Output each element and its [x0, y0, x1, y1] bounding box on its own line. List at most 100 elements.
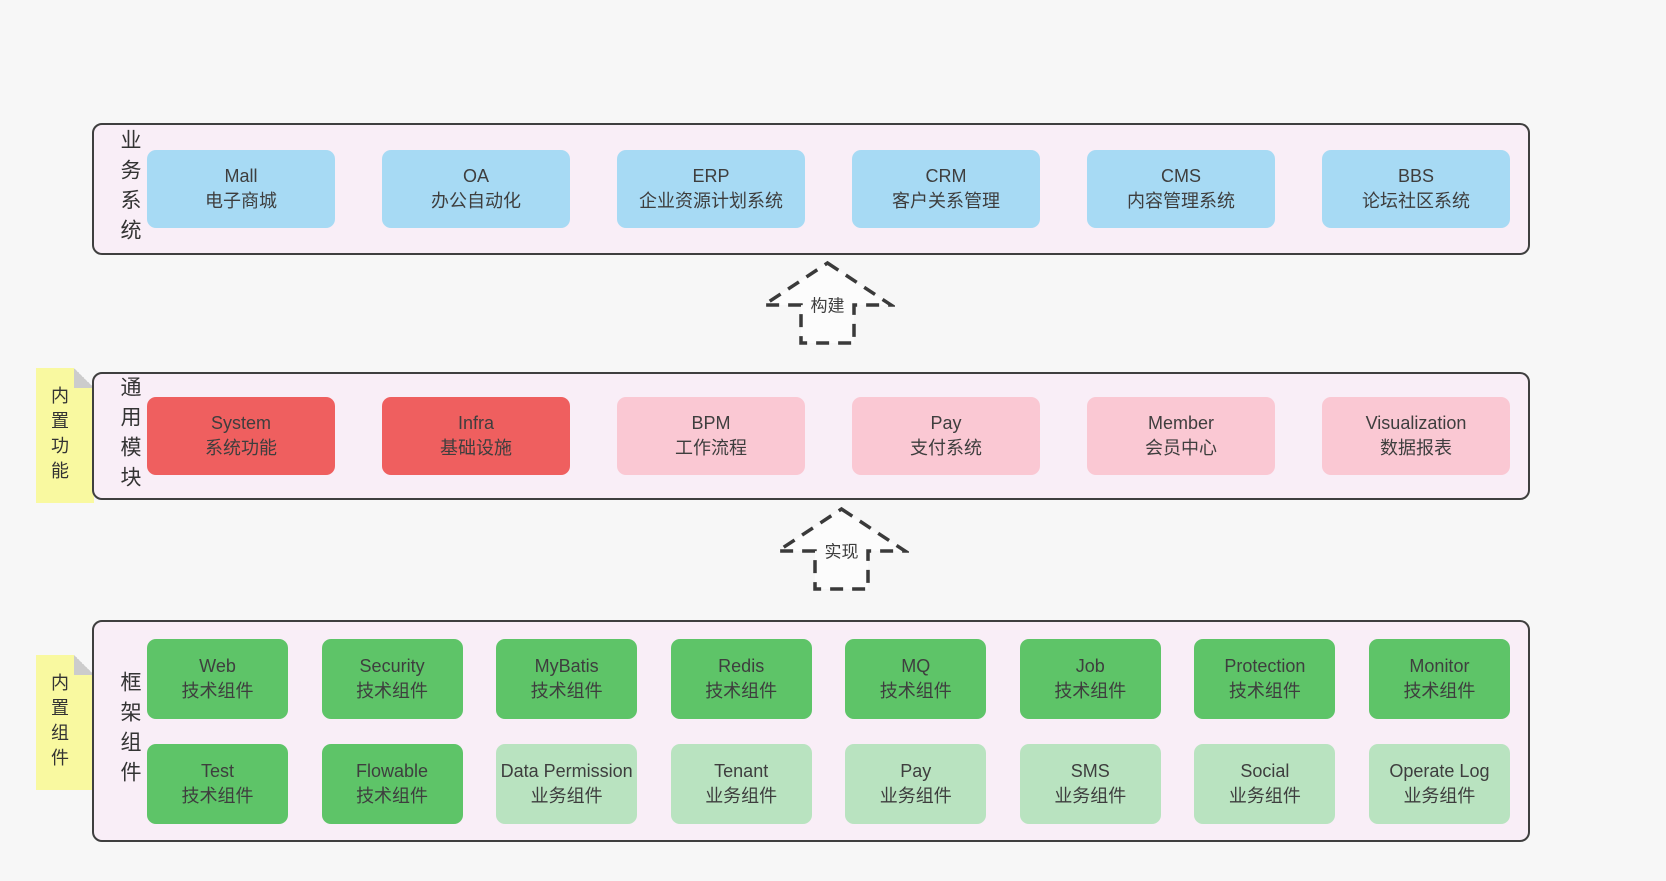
box-name: Operate Log — [1389, 760, 1490, 781]
box-name: OA — [462, 166, 489, 186]
box-desc: 数据报表 — [1380, 438, 1452, 458]
box-test: Test 技术组件 — [147, 743, 288, 824]
box-desc: 客户关系管理 — [892, 191, 1000, 211]
box-name: BBS — [1397, 166, 1435, 186]
box-name: Infra — [457, 413, 495, 433]
box-name: MQ — [901, 655, 931, 676]
business-box-row: Mall 电子商城 OA 办公自动化 ERP 企业资源计划系统 CRM 客户关系… — [147, 150, 1510, 228]
box-desc: 办公自动化 — [431, 191, 521, 211]
panel-label: 通用模块 — [118, 376, 141, 496]
box-desc: 技术组件 — [1228, 680, 1301, 701]
box-name: CRM — [925, 166, 967, 186]
box-cms: CMS 内容管理系统 — [1087, 150, 1275, 228]
box-system: System 系统功能 — [147, 397, 335, 475]
box-desc: 技术组件 — [181, 680, 254, 701]
box-name: Data Permission — [500, 760, 633, 781]
panel-content: System 系统功能 Infra 基础设施 BPM 工作流程 Pay 支付系统… — [147, 397, 1510, 475]
business-systems-panel: 业务系统 Mall 电子商城 OA 办公自动化 ERP 企业资源计划系统 CRM… — [92, 123, 1530, 255]
box-name: Redis — [718, 655, 765, 676]
box-web: Web 技术组件 — [147, 638, 288, 719]
box-name: Member — [1147, 413, 1214, 433]
box-name: Flowable — [356, 760, 429, 781]
box-desc: 业务组件 — [1228, 785, 1301, 806]
box-name: CMS — [1161, 166, 1201, 186]
common-modules-panel: 通用模块 System 系统功能 Infra 基础设施 BPM 工作流程 Pay… — [92, 372, 1530, 500]
box-name: MyBatis — [534, 655, 599, 676]
box-desc: 论坛社区系统 — [1362, 191, 1470, 211]
box-erp: ERP 企业资源计划系统 — [617, 150, 805, 228]
note-label: 内置功能 — [49, 385, 69, 486]
box-job: Job 技术组件 — [1019, 638, 1161, 719]
box-desc: 技术组件 — [181, 785, 254, 806]
box-name: Security — [359, 655, 425, 676]
box-desc: 业务组件 — [879, 785, 952, 806]
box-desc: 技术组件 — [1054, 680, 1127, 701]
box-desc: 系统功能 — [205, 438, 277, 458]
box-protection: Protection 技术组件 — [1194, 638, 1336, 719]
panel-content: Mall 电子商城 OA 办公自动化 ERP 企业资源计划系统 CRM 客户关系… — [147, 150, 1510, 228]
build-arrow: 构建 — [760, 260, 895, 346]
framework-box-row-2: Test 技术组件 Flowable 技术组件 Data Permission … — [147, 743, 1510, 824]
box-desc: 业务组件 — [705, 785, 778, 806]
box-desc: 内容管理系统 — [1127, 191, 1235, 211]
panel-label: 框架组件 — [118, 671, 141, 791]
folded-corner-icon — [74, 655, 94, 675]
box-desc: 企业资源计划系统 — [639, 191, 783, 211]
box-desc: 技术组件 — [705, 680, 778, 701]
box-tenant: Tenant 业务组件 — [670, 743, 812, 824]
arrow-label: 构建 — [808, 291, 847, 317]
box-desc: 会员中心 — [1145, 438, 1217, 458]
box-infra: Infra 基础设施 — [382, 397, 570, 475]
box-name: Protection — [1224, 655, 1306, 676]
panel-label: 业务系统 — [118, 129, 141, 249]
box-desc: 技术组件 — [1403, 680, 1476, 701]
box-visualization: Visualization 数据报表 — [1322, 397, 1510, 475]
box-bpm: BPM 工作流程 — [617, 397, 805, 475]
box-desc: 技术组件 — [356, 680, 429, 701]
box-security: Security 技术组件 — [321, 638, 463, 719]
box-mall: Mall 电子商城 — [147, 150, 335, 228]
box-mq: MQ 技术组件 — [845, 638, 987, 719]
box-monitor: Monitor 技术组件 — [1368, 638, 1510, 719]
arrow-label: 实现 — [822, 537, 861, 563]
box-flowable: Flowable 技术组件 — [321, 743, 463, 824]
box-member: Member 会员中心 — [1087, 397, 1275, 475]
box-name: Web — [199, 655, 236, 676]
box-name: Social — [1240, 760, 1290, 781]
box-desc: 电子商城 — [205, 191, 277, 211]
box-desc: 业务组件 — [1054, 785, 1127, 806]
box-crm: CRM 客户关系管理 — [852, 150, 1040, 228]
box-redis: Redis 技术组件 — [670, 638, 812, 719]
box-social: Social 业务组件 — [1194, 743, 1336, 824]
box-name: ERP — [692, 166, 730, 186]
box-operate-log: Operate Log 业务组件 — [1368, 743, 1510, 824]
box-name: Pay — [900, 760, 932, 781]
box-desc: 业务组件 — [530, 785, 603, 806]
built-in-features-note: 内置功能 — [36, 368, 94, 503]
box-name: System — [210, 413, 271, 433]
box-name: SMS — [1070, 760, 1110, 781]
implement-arrow: 实现 — [774, 506, 909, 592]
modules-box-row: System 系统功能 Infra 基础设施 BPM 工作流程 Pay 支付系统… — [147, 397, 1510, 475]
box-desc: 基础设施 — [440, 438, 512, 458]
box-bbs: BBS 论坛社区系统 — [1322, 150, 1510, 228]
box-name: Visualization — [1365, 413, 1467, 433]
panel-content: Web 技术组件 Security 技术组件 MyBatis 技术组件 Redi… — [147, 638, 1510, 824]
box-pay: Pay 支付系统 — [852, 397, 1040, 475]
box-name: Tenant — [714, 760, 769, 781]
box-name: Job — [1075, 655, 1105, 676]
box-name: BPM — [691, 413, 731, 433]
box-pay-component: Pay 业务组件 — [845, 743, 987, 824]
box-mybatis: MyBatis 技术组件 — [496, 638, 638, 719]
box-sms: SMS 业务组件 — [1019, 743, 1161, 824]
framework-box-row-1: Web 技术组件 Security 技术组件 MyBatis 技术组件 Redi… — [147, 638, 1510, 719]
folded-corner-icon — [74, 368, 94, 388]
box-desc: 技术组件 — [356, 785, 429, 806]
box-desc: 业务组件 — [1403, 785, 1476, 806]
box-name: Monitor — [1409, 655, 1470, 676]
box-desc: 工作流程 — [675, 438, 747, 458]
box-desc: 技术组件 — [530, 680, 603, 701]
box-oa: OA 办公自动化 — [382, 150, 570, 228]
box-data-permission: Data Permission 业务组件 — [496, 743, 638, 824]
framework-components-panel: 框架组件 Web 技术组件 Security 技术组件 MyBatis 技术组件… — [92, 620, 1530, 842]
